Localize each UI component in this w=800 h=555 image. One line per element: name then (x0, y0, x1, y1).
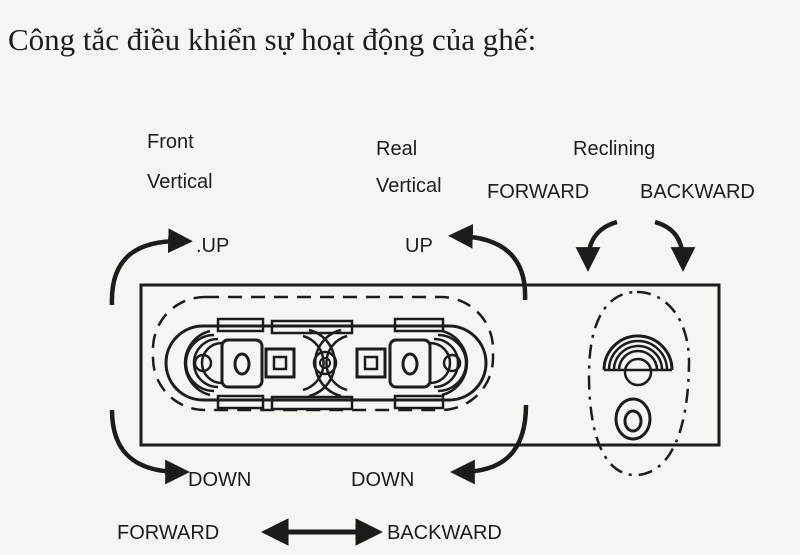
label-front: Front (147, 131, 194, 153)
seat-switch (164, 317, 488, 411)
label-front-vertical: Vertical (147, 171, 213, 193)
label-forward-top: FORWARD (487, 181, 589, 203)
label-backward-bottom: BACKWARD (387, 522, 502, 544)
label-down-right: DOWN (351, 469, 414, 491)
switch-panel (139, 283, 721, 447)
label-forward-bottom: FORWARD (117, 522, 219, 544)
up-right-arrow (448, 223, 528, 301)
reclining-forward-arrow (575, 219, 618, 272)
reclining-backward-arrow (654, 219, 696, 272)
label-rear: Real (376, 138, 417, 160)
recline-switch-outline (587, 290, 691, 477)
label-down-left: DOWN (188, 469, 251, 491)
label-backward-top: BACKWARD (640, 181, 755, 203)
label-up-left: .UP (196, 235, 229, 257)
up-left-arrow (109, 228, 193, 306)
label-reclining: Reclining (573, 138, 655, 160)
label-up-right: UP (405, 235, 433, 257)
diagram-heading: Công tắc điều khiển sự hoạt động của ghế… (8, 22, 536, 57)
down-left-arrow (109, 409, 190, 485)
down-right-arrow (450, 404, 529, 485)
recline-switch (602, 334, 674, 441)
vertical-switch-outline (151, 295, 495, 412)
label-rear-vertical: Vertical (376, 175, 442, 197)
